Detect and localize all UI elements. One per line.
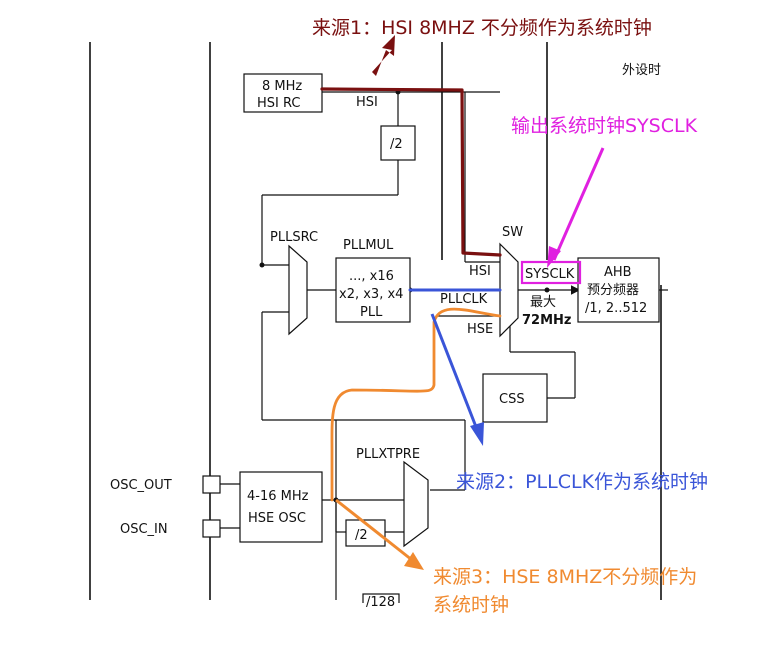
pll-line2: x2, x3, x4 [339, 287, 403, 302]
pllsrc-mux [288, 244, 308, 336]
source3-path [330, 307, 502, 502]
output-annotation: 输出系统时钟SYSCLK [511, 115, 698, 137]
frame-lines [89, 42, 662, 600]
source1-annotation: 来源1：HSI 8MHZ 不分频作为系统时钟 [312, 17, 652, 39]
source3-annotation-line1: 来源3：HSE 8MHZ不分频作为 [433, 566, 697, 588]
source1-path [320, 87, 502, 257]
hsi-wire-label: HSI [356, 95, 378, 110]
div2-hse-label: /2 [355, 528, 368, 543]
osc-out-pin [202, 475, 221, 494]
pll-line3: PLL [360, 305, 383, 320]
osc-in-label: OSC_IN [120, 522, 168, 537]
source1-arrow [372, 35, 395, 76]
hsi-rc-box [243, 73, 323, 113]
ahb-line2: 预分频器 [587, 283, 639, 298]
ahb-box [577, 257, 660, 323]
div2-box [380, 125, 416, 161]
max-label: 最大 [530, 295, 556, 310]
max-value: 72MHz [522, 313, 571, 328]
div128-partial-label: /128 [366, 595, 395, 610]
source3-annotation-line2: 系统时钟 [433, 594, 509, 616]
output-arrow-line [552, 147, 605, 261]
source3-arrow-line [335, 498, 413, 562]
hsi-rc-line2: HSI RC [257, 96, 300, 111]
source3-arrow-head [404, 552, 424, 570]
css-box [482, 373, 548, 423]
pllsrc-label: PLLSRC [270, 230, 318, 245]
osc-in-pin [202, 519, 221, 538]
sw-hsi-label: HSI [469, 264, 491, 279]
hsi-rc-line1: 8 MHz [262, 79, 302, 94]
sw-mux [499, 242, 519, 338]
source2-annotation: 来源2：PLLCLK作为系统时钟 [456, 471, 708, 493]
pllmul-label: PLLMUL [343, 238, 394, 253]
sysclk-highlight-box [520, 260, 582, 285]
sysclk-label: SYSCLK [525, 267, 575, 282]
div2-label: /2 [390, 137, 403, 152]
css-label: CSS [499, 392, 525, 407]
pll-line1: ..., x16 [349, 269, 394, 284]
peripheral-clock-label: 外设时 [622, 63, 661, 78]
sw-label: SW [502, 225, 523, 240]
source2-arrow-head [470, 422, 484, 446]
ahb-line3: /1, 2..512 [585, 301, 647, 316]
hse-osc-line1: 4-16 MHz [247, 489, 309, 504]
bottom-mask [0, 603, 773, 655]
pllxtpre-label: PLLXTPRE [356, 447, 420, 462]
blocks [202, 73, 660, 609]
ahb-line1: AHB [604, 265, 632, 280]
sw-pllclk-label: PLLCLK [440, 292, 488, 307]
source2-arrow-line [430, 313, 480, 433]
highlight-paths [320, 87, 502, 502]
hse-osc-line2: HSE OSC [248, 511, 306, 526]
hse-osc-box [239, 471, 323, 543]
pllxtpre-mux [403, 460, 429, 548]
pll-box [335, 257, 411, 323]
sw-hse-label: HSE [467, 322, 493, 337]
osc-out-label: OSC_OUT [110, 478, 172, 493]
